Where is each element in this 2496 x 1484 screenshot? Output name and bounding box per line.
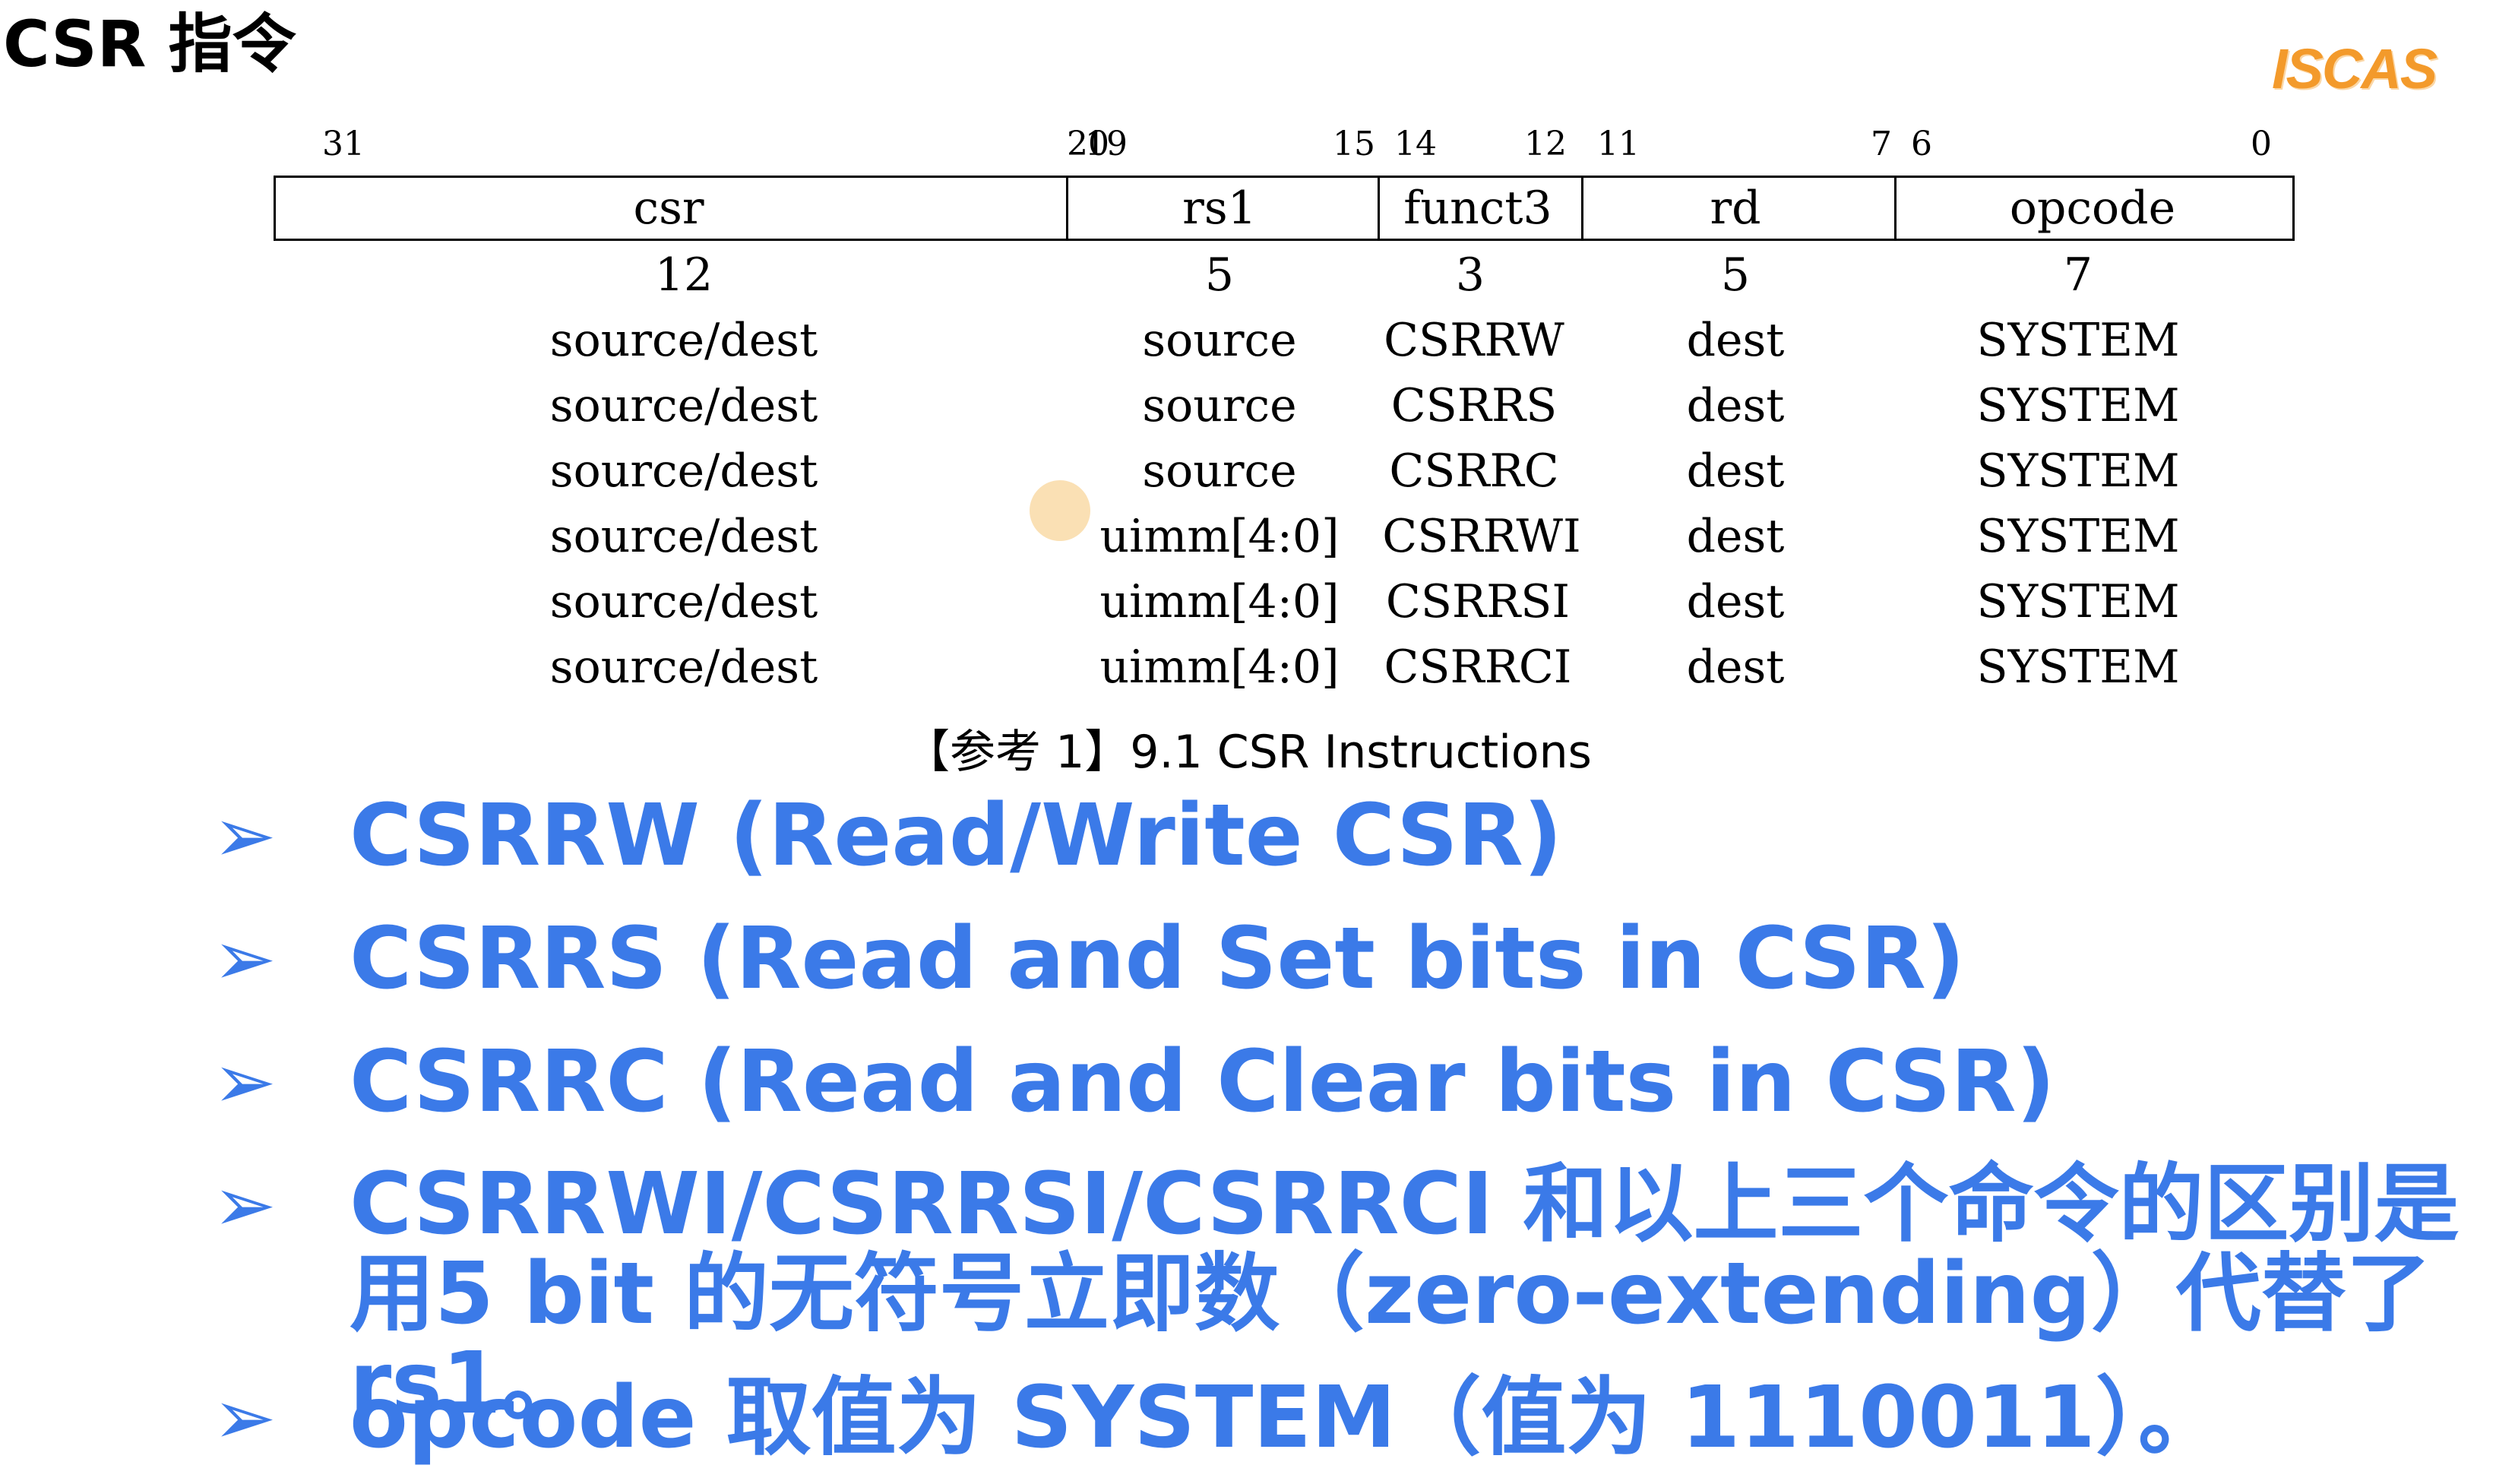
width-rs1: 5 [1204, 248, 1235, 302]
cell-rs1: uimm[4:0] [1099, 510, 1340, 563]
cell-csr: source/dest [549, 641, 818, 694]
cell-funct3: CSRRSI [1385, 575, 1571, 628]
cell-funct3: CSRRC [1389, 445, 1559, 498]
arrow-bullet-icon: ➢ [213, 791, 277, 880]
cell-rs1: source [1142, 314, 1297, 367]
cell-funct3: CSRRW [1384, 314, 1564, 367]
bullet-text: CSRRW (Read/Write CSR) [350, 786, 1563, 885]
bullet-list: ➢ CSRRW (Read/Write CSR) ➢ CSRRS (Read a… [213, 790, 2496, 1479]
cell-rs1: uimm[4:0] [1099, 641, 1340, 694]
field-divider [1066, 178, 1068, 239]
cell-rd: dest [1686, 445, 1785, 498]
cell-opcode: SYSTEM [1976, 445, 2180, 498]
bullet-text: CSRRC (Read and Clear bits in CSR) [350, 1033, 2055, 1131]
cell-opcode: SYSTEM [1976, 314, 2180, 367]
field-funct3: funct3 [1403, 182, 1552, 235]
cell-rd: dest [1686, 641, 1785, 694]
bit-number: 11 [1597, 125, 1640, 163]
cursor-highlight [1030, 480, 1090, 541]
cell-rd: dest [1686, 314, 1785, 367]
cell-funct3: CSRRS [1390, 379, 1558, 432]
cell-rd: dest [1686, 510, 1785, 563]
arrow-bullet-icon: ➢ [213, 914, 277, 1003]
bullet-text: opcode 取值为 SYSTEM（值为 1110011）。 [350, 1369, 2223, 1467]
cell-funct3: CSRRCI [1384, 641, 1572, 694]
cell-csr: source/dest [549, 575, 818, 628]
width-csr: 12 [654, 248, 713, 302]
field-rd: rd [1710, 182, 1761, 235]
cell-opcode: SYSTEM [1976, 510, 2180, 563]
bit-number: 12 [1524, 125, 1567, 163]
bullet-text: CSRRS (Read and Set bits in CSR) [350, 910, 1966, 1008]
arrow-bullet-icon: ➢ [213, 1037, 277, 1126]
bullet-text: CSRRWI/CSRRSI/CSRRCI 和以上三个命令的区别是用5 bit 的… [350, 1155, 2460, 1433]
width-opcode: 7 [2063, 248, 2093, 302]
cell-csr: source/dest [549, 445, 818, 498]
cell-csr: source/dest [549, 314, 818, 367]
width-funct3: 3 [1455, 248, 1485, 302]
cell-rd: dest [1686, 575, 1785, 628]
bit-number: 20 [1067, 125, 1109, 163]
bit-number: 31 [322, 125, 365, 163]
list-item: ➢ CSRRWI/CSRRSI/CSRRCI 和以上三个命令的区别是用5 bit… [213, 1160, 2496, 1429]
list-item: ➢ opcode 取值为 SYSTEM（值为 1110011）。 [213, 1372, 2496, 1479]
field-rs1: rs1 [1182, 182, 1257, 235]
arrow-bullet-icon: ➢ [213, 1160, 277, 1249]
cell-rs1: source [1142, 379, 1297, 432]
cell-opcode: SYSTEM [1976, 575, 2180, 628]
width-rd: 5 [1720, 248, 1751, 302]
bit-number: 15 [1333, 125, 1375, 163]
bit-number: 7 [1871, 125, 1892, 163]
instruction-format-box [274, 176, 2295, 241]
field-divider [1581, 178, 1583, 239]
iscas-logo: ISCAS [2272, 37, 2437, 100]
bit-number: 14 [1394, 125, 1437, 163]
bit-number: 0 [2251, 125, 2272, 163]
list-item: ➢ CSRRC (Read and Clear bits in CSR) [213, 1036, 2496, 1160]
cell-rd: dest [1686, 379, 1785, 432]
cell-rs1: source [1142, 445, 1297, 498]
bit-number: 19 [1085, 125, 1128, 163]
list-item: ➢ CSRRS (Read and Set bits in CSR) [213, 913, 2496, 1036]
cell-opcode: SYSTEM [1976, 379, 2180, 432]
field-csr: csr [633, 182, 704, 235]
field-opcode: opcode [2009, 182, 2176, 235]
figure-caption: 【参考 1】9.1 CSR Instructions [904, 726, 1592, 779]
cell-funct3: CSRRWI [1382, 510, 1581, 563]
arrow-bullet-icon: ➢ [213, 1373, 277, 1462]
cell-csr: source/dest [549, 379, 818, 432]
cell-opcode: SYSTEM [1976, 641, 2180, 694]
slide-title: CSR 指令 [3, 7, 296, 81]
field-divider [1894, 178, 1897, 239]
bit-number: 6 [1911, 125, 1932, 163]
field-divider [1378, 178, 1380, 239]
cell-csr: source/dest [549, 510, 818, 563]
cell-rs1: uimm[4:0] [1099, 575, 1340, 628]
list-item: ➢ CSRRW (Read/Write CSR) [213, 790, 2496, 913]
